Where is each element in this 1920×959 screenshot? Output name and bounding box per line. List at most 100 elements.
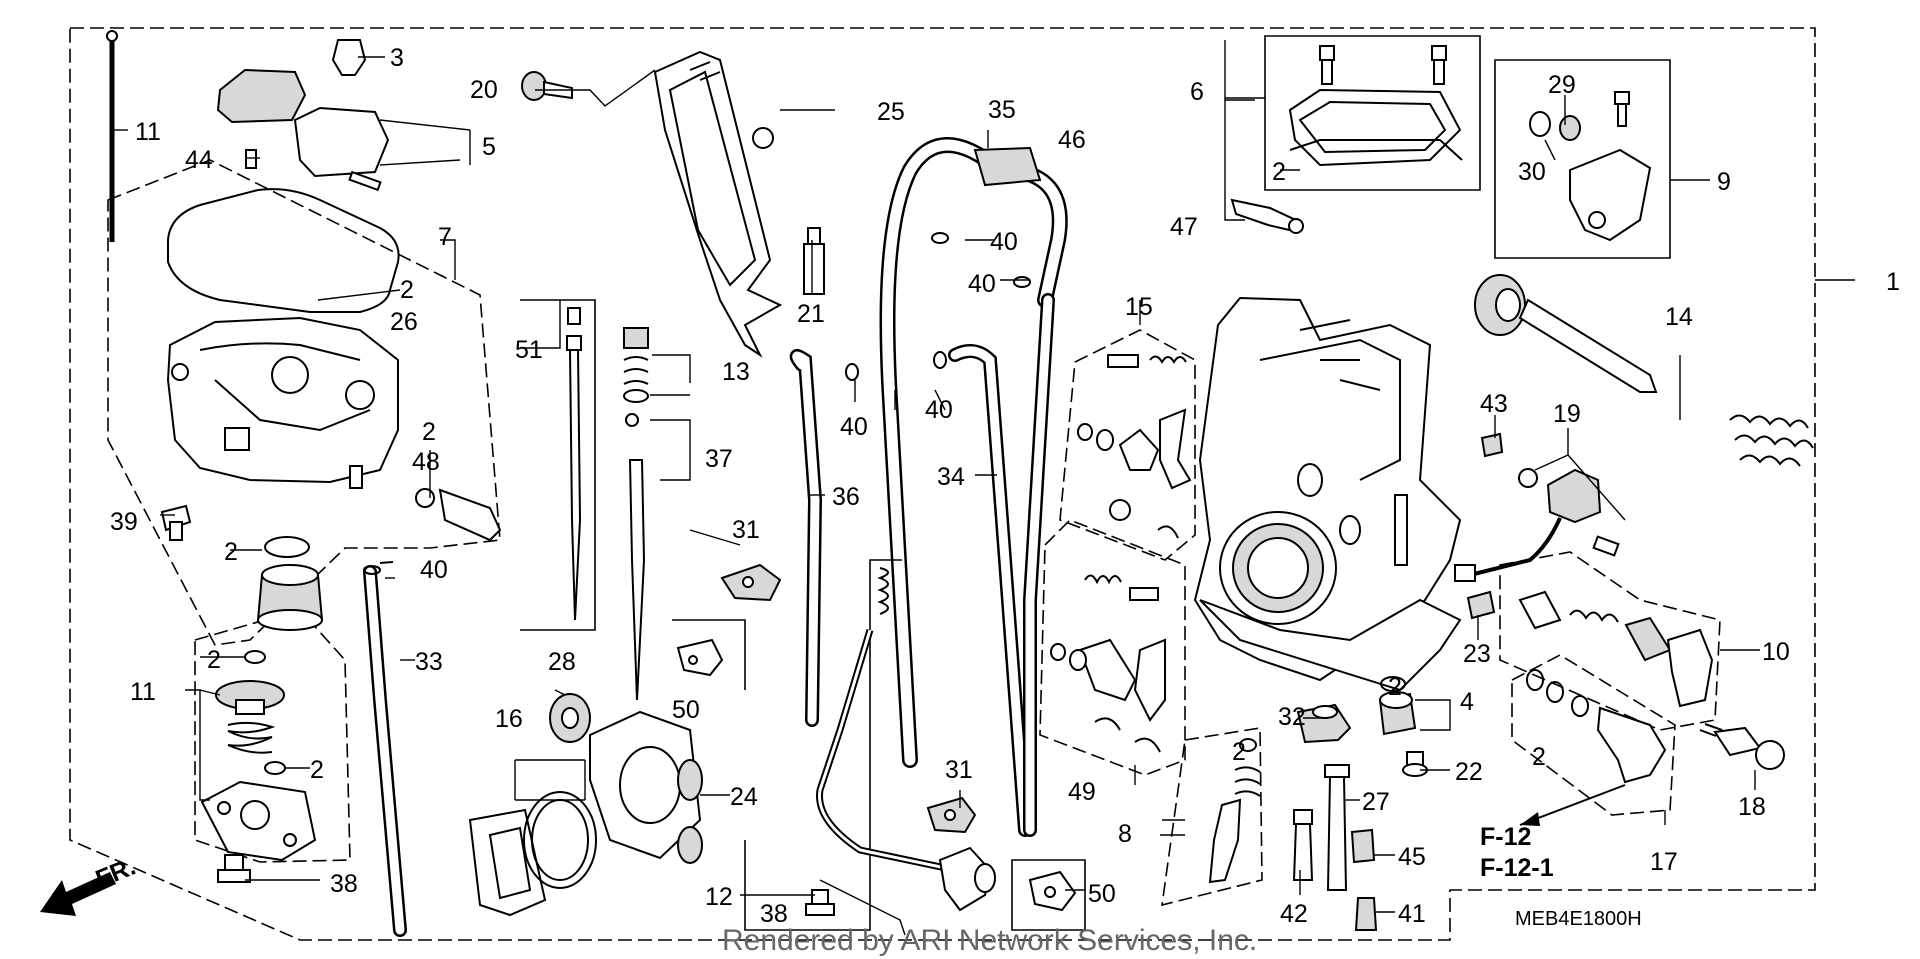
- holder-32: [1296, 703, 1352, 744]
- callout-23: 23: [1463, 640, 1491, 668]
- callout-50: 50: [1088, 880, 1116, 908]
- screw-14: [1474, 274, 1814, 467]
- gasket-16: [468, 791, 597, 917]
- callout-48: 48: [412, 448, 440, 476]
- screw-48: [415, 488, 502, 542]
- screw-18: [1699, 723, 1785, 770]
- callout-10: 10: [1762, 638, 1790, 666]
- callout-29: 29: [1548, 71, 1576, 99]
- callout-39: 39: [110, 508, 138, 536]
- group-10-box: [1499, 551, 1721, 731]
- pump-spring: [227, 721, 276, 754]
- callout-2: 2: [207, 646, 221, 674]
- credit-line: Rendered by ARI Network Services, Inc.: [722, 924, 1257, 957]
- valve-8: [1208, 738, 1261, 884]
- callout-2: 2: [310, 756, 324, 784]
- pump-diaphragm: [215, 680, 285, 715]
- front-label: FR.: [92, 853, 140, 894]
- callout-49: 49: [1068, 778, 1096, 806]
- plunger-10: [1518, 590, 1714, 708]
- arrow-f12: [1519, 784, 1626, 826]
- screw-44: [245, 149, 257, 169]
- group-15-box: [1059, 329, 1196, 561]
- bearing-28: [549, 693, 591, 743]
- group-31-box: [672, 619, 746, 690]
- link-49-parts: [1050, 574, 1166, 753]
- callout-19: 19: [1553, 400, 1581, 428]
- callout-40: 40: [968, 270, 996, 298]
- callout-6: 6: [1190, 78, 1204, 106]
- jet-45: [1350, 828, 1376, 864]
- callout-8: 8: [1118, 820, 1132, 848]
- callout-24: 24: [730, 783, 758, 811]
- callout-38: 38: [760, 900, 788, 928]
- callout-18: 18: [1738, 793, 1766, 821]
- callout-30: 30: [1518, 158, 1546, 186]
- callout-26: 26: [390, 308, 418, 336]
- callout-21: 21: [797, 300, 825, 328]
- bolt-22: [1402, 751, 1428, 777]
- group-51-box: [520, 299, 596, 631]
- valve-4: [1378, 691, 1417, 736]
- bolt-21: [803, 227, 825, 295]
- float-bowl: [166, 316, 399, 489]
- screw-20: [521, 71, 573, 101]
- group-49-box: [1039, 519, 1186, 776]
- o-ring: [264, 536, 310, 558]
- screw-38: [217, 854, 251, 883]
- group-7-box: [107, 159, 501, 646]
- top-plate-6: [1288, 45, 1463, 167]
- pump-ring: [244, 650, 266, 664]
- pump-cover: [200, 780, 317, 862]
- top-cover-25: [653, 50, 783, 358]
- callout-numbers: 1 2 2 2 2 2 2 2 2 2 3 4 5 6 7 8 9 10 11 …: [110, 44, 1900, 928]
- callout-43: 43: [1480, 390, 1508, 418]
- callout-4: 4: [1460, 688, 1474, 716]
- clip-40: [845, 232, 1031, 381]
- bolt-39: [160, 504, 192, 541]
- callout-2: 2: [1388, 673, 1402, 701]
- callout-37: 37: [705, 445, 733, 473]
- callout-2: 2: [224, 538, 238, 566]
- reference-f12: F-12: [1480, 823, 1531, 851]
- callout-42: 42: [1280, 900, 1308, 928]
- callout-15: 15: [1125, 293, 1153, 321]
- callout-2: 2: [1232, 738, 1246, 766]
- screw-38b: [805, 889, 835, 916]
- group-9-box: [1494, 59, 1671, 259]
- group-12-box: [744, 559, 902, 931]
- sensor-19: [1454, 468, 1620, 582]
- callout-45: 45: [1398, 843, 1426, 871]
- hose-35-joint: [973, 146, 1042, 187]
- jet-needle-37: [625, 413, 646, 701]
- callout-27: 27: [1362, 788, 1390, 816]
- carburetor-body: [1193, 296, 1462, 692]
- callout-41: 41: [1398, 900, 1426, 928]
- jet-41: [1354, 897, 1378, 931]
- throttle-cable-12: [816, 567, 996, 912]
- callout-14: 14: [1665, 303, 1693, 331]
- callout-40: 40: [925, 396, 953, 424]
- callout-17: 17: [1650, 848, 1678, 876]
- needle-jet-13: [623, 327, 649, 403]
- bolt-23: [1466, 590, 1496, 620]
- callout-16: 16: [495, 705, 523, 733]
- group-50b-box: [1011, 859, 1086, 931]
- float-bowl-gasket: [167, 188, 400, 313]
- callout-12: 12: [705, 883, 733, 911]
- callout-25: 25: [877, 98, 905, 126]
- callout-40: 40: [420, 556, 448, 584]
- bracket-47: [1230, 198, 1304, 234]
- callout-40: 40: [840, 413, 868, 441]
- drain-plug: [256, 564, 324, 631]
- callout-2: 2: [1272, 158, 1286, 186]
- plate-31b: [926, 796, 977, 834]
- callout-20: 20: [470, 76, 498, 104]
- valve-17: [1526, 669, 1667, 784]
- callout-22: 22: [1455, 758, 1483, 786]
- callout-50: 50: [672, 696, 700, 724]
- nut-43: [1480, 432, 1504, 458]
- callout-2: 2: [422, 418, 436, 446]
- callout-31: 31: [945, 756, 973, 784]
- diagram-code: MEB4E1800H: [1515, 908, 1642, 930]
